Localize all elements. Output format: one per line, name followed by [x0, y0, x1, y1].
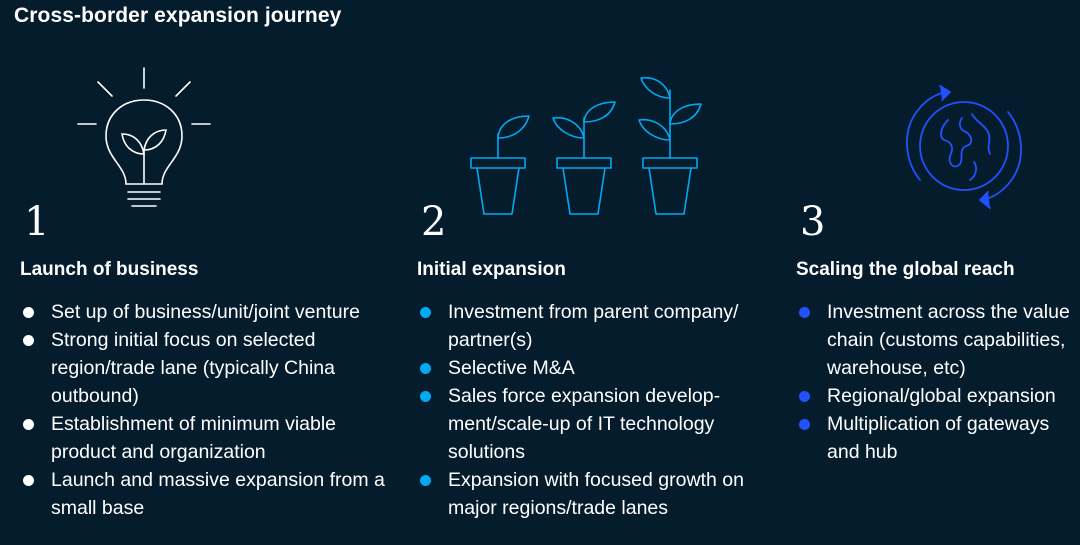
list-item: Investment from parent company/ partner(…: [417, 298, 777, 354]
stage-launch: 1 Launch of business Set up of business/…: [20, 0, 392, 545]
bullet-list: Set up of business/unit/joint venture St…: [20, 298, 392, 522]
stage-number: 1: [24, 199, 50, 245]
list-item: Establishment of minimum viable product …: [20, 410, 392, 466]
list-item: Investment across the value chain (custo…: [796, 298, 1078, 382]
stage-title: Launch of business: [20, 259, 199, 280]
bullet-dot: [799, 419, 810, 430]
list-item: Launch and massive expansion from a smal…: [20, 466, 392, 522]
stage-title: Initial expansion: [417, 259, 566, 280]
bullet-dot: [420, 475, 431, 486]
bullet-dot: [799, 391, 810, 402]
stage-title: Scaling the global reach: [796, 259, 1015, 280]
list-item: Expansion with focused growth on major r…: [417, 466, 777, 522]
bullet-dot: [23, 419, 34, 430]
list-item: Regional/global expansion: [796, 382, 1078, 410]
bullet-dot: [420, 307, 431, 318]
bullet-dot: [23, 335, 34, 346]
bullet-list: Investment from parent company/ partner(…: [417, 298, 777, 522]
lightbulb-sprout-icon: [77, 67, 211, 207]
bullet-dot: [23, 307, 34, 318]
list-item: Multiplication of gateways and hub: [796, 410, 1078, 466]
bullet-dot: [799, 307, 810, 318]
stage-number: 2: [421, 199, 447, 245]
bullet-dot: [420, 391, 431, 402]
list-item: Sales force expansion develop-ment/scale…: [417, 382, 777, 466]
stage-number: 3: [800, 199, 826, 245]
page-title: Cross-border expansion journey: [14, 4, 342, 27]
bullet-list: Investment across the value chain (custo…: [796, 298, 1078, 466]
bullet-dot: [420, 363, 431, 374]
stage-scaling: 3 Scaling the global reach Investment ac…: [796, 0, 1078, 545]
stage-initial-expansion: 2 Initial expansion Investment from pare…: [417, 0, 777, 545]
list-item: Strong initial focus on selected region/…: [20, 326, 392, 410]
growing-plants-icon: [470, 76, 702, 215]
list-item: Selective M&A: [417, 354, 777, 382]
list-item: Set up of business/unit/joint venture: [20, 298, 392, 326]
bullet-dot: [23, 475, 34, 486]
globe-cycle-icon: [906, 85, 1022, 209]
